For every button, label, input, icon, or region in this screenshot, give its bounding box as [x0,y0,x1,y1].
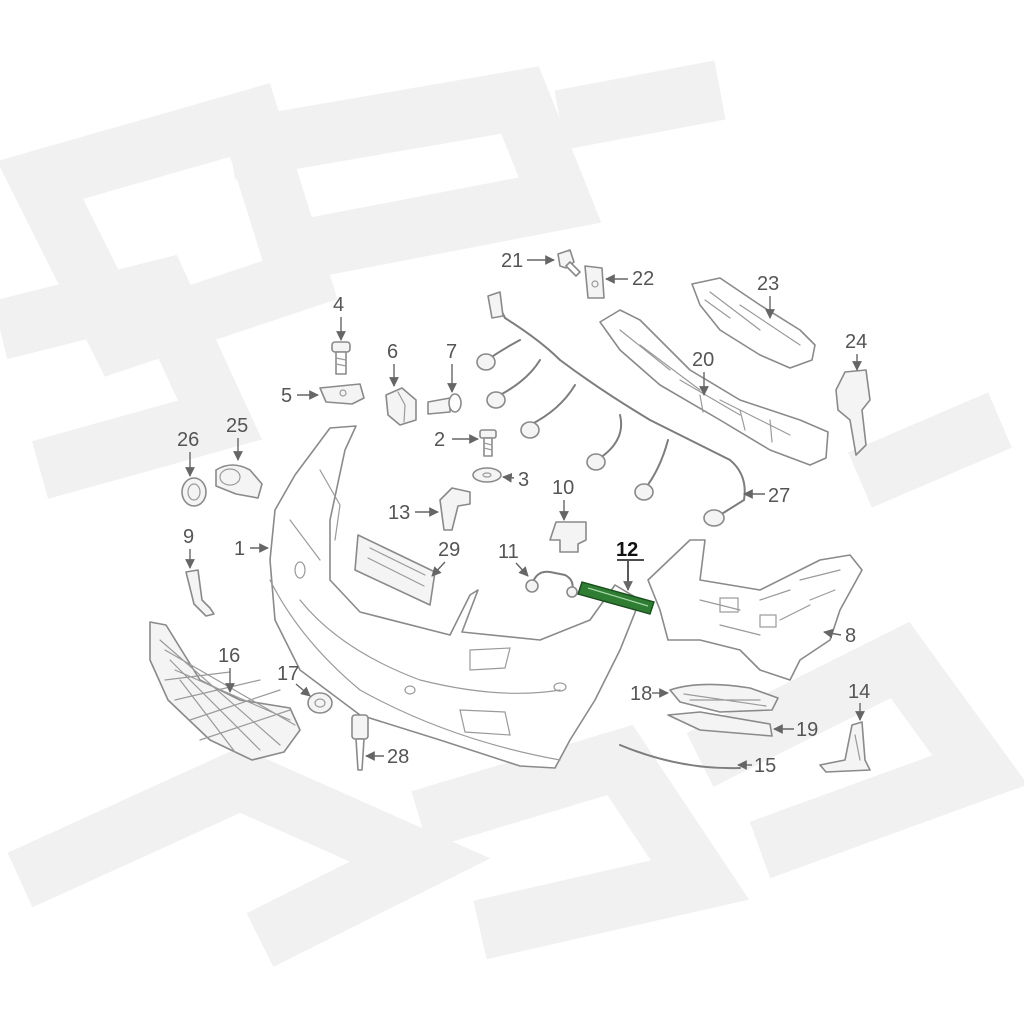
callout-2: 2 [434,429,479,451]
svg-text:28: 28 [387,746,409,768]
svg-text:11: 11 [498,541,519,563]
callout-13: 13 [388,502,439,524]
part-28-sensor[interactable] [351,714,369,771]
callout-12: 12 [616,539,644,591]
svg-text:16: 16 [218,645,240,667]
part-18-fog-grille[interactable] [669,683,779,713]
part-22-clip-nut[interactable] [584,265,605,299]
svg-text:23: 23 [757,273,779,295]
part-6-connector[interactable] [385,387,417,426]
part-12-guide-strip[interactable] [577,581,655,615]
part-1-bumper-cover[interactable] [269,425,641,769]
svg-text:20: 20 [692,349,714,371]
part-19-lower-trim[interactable] [667,711,773,737]
part-20-absorber[interactable] [599,309,829,466]
callout-21: 21 [501,250,555,272]
callout-7: 7 [446,341,457,393]
svg-text:18: 18 [630,683,652,705]
callout-28: 28 [365,746,409,768]
callout-27: 27 [743,485,790,507]
callout-22: 22 [605,268,654,290]
svg-text:12: 12 [616,539,638,561]
callout-6: 6 [387,341,399,387]
svg-text:25: 25 [226,415,248,437]
part-23-bracket[interactable] [691,277,816,369]
callout-19: 19 [773,719,818,741]
callout-3: 3 [502,469,529,491]
svg-text:3: 3 [518,469,529,491]
svg-text:1: 1 [234,538,245,560]
part-5-clip[interactable] [319,383,365,405]
svg-text:22: 22 [632,268,654,290]
callout-11: 11 [498,541,529,577]
part-24-side-bracket[interactable] [835,369,871,456]
callout-24: 24 [845,331,867,371]
part-8-bumper-bracket[interactable] [647,539,863,681]
svg-text:8: 8 [845,625,856,647]
callout-5: 5 [281,385,319,407]
svg-text:7: 7 [446,341,457,363]
svg-text:29: 29 [438,539,460,561]
callout-4: 4 [333,294,346,341]
svg-text:4: 4 [333,294,344,316]
callout-26: 26 [177,429,199,477]
svg-text:15: 15 [754,755,776,777]
callout-8: 8 [823,625,856,647]
callout-29: 29 [431,539,460,577]
callout-9: 9 [183,526,195,569]
svg-text:13: 13 [388,502,410,524]
callout-1: 1 [234,538,269,560]
svg-text:6: 6 [387,341,398,363]
part-13-bracket[interactable] [439,487,471,531]
svg-text:19: 19 [796,719,818,741]
callout-17: 17 [277,663,311,697]
part-29-plate-bracket[interactable] [354,534,436,606]
svg-text:21: 21 [501,250,523,272]
svg-text:14: 14 [848,681,870,703]
svg-text:24: 24 [845,331,867,353]
callout-25: 25 [226,415,248,461]
svg-text:10: 10 [552,477,574,499]
callout-20: 20 [692,349,714,396]
callout-23: 23 [757,273,779,319]
svg-text:26: 26 [177,429,199,451]
svg-text:27: 27 [768,485,790,507]
part-7-bolt[interactable] [427,393,462,415]
svg-text:9: 9 [183,526,194,548]
part-3-washer[interactable] [472,467,502,483]
part-27-wiring-harness[interactable] [476,291,746,527]
svg-text:17: 17 [277,663,299,685]
part-14-side-bracket[interactable] [819,721,871,773]
callout-15: 15 [737,755,776,777]
watermark-logo [0,60,1024,967]
part-21-screw[interactable] [557,249,581,277]
part-25-parking-sensor[interactable] [215,464,263,499]
part-15-trim-strip[interactable] [619,744,741,770]
callout-14: 14 [848,681,870,721]
callout-10: 10 [552,477,574,521]
part-11-clip[interactable] [525,570,578,598]
callout-16: 16 [218,645,240,693]
part-17-sensor[interactable] [307,692,333,714]
part-16-grille[interactable] [149,621,301,761]
part-9-bracket[interactable] [185,569,215,617]
part-26-sensor-ring[interactable] [181,477,207,507]
part-10-bracket[interactable] [549,521,587,553]
part-2-bolt[interactable] [479,429,497,457]
part-4-screw[interactable] [331,341,351,375]
callout-18: 18 [630,683,669,705]
svg-text:2: 2 [434,429,445,451]
svg-text:5: 5 [281,385,292,407]
